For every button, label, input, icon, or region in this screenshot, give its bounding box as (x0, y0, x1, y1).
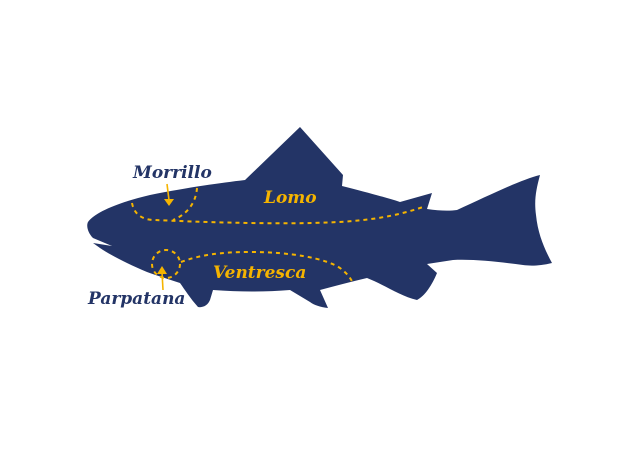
parpatana-arrow-shaft (161, 271, 164, 291)
morrillo-arrow-head (164, 199, 174, 206)
parpatana-cut-line (151, 249, 181, 279)
label-morrillo: Morrillo (132, 163, 212, 183)
morrillo-cut-line (172, 187, 198, 221)
label-lomo: Lomo (263, 188, 317, 208)
label-parpatana: Parpatana (87, 289, 185, 309)
label-ventresca: Ventresca (213, 263, 306, 283)
lomo-cut-line (131, 202, 424, 225)
fish-silhouette (87, 127, 553, 308)
parpatana-arrow-head (157, 266, 167, 274)
morrillo-arrow-shaft (166, 183, 170, 201)
